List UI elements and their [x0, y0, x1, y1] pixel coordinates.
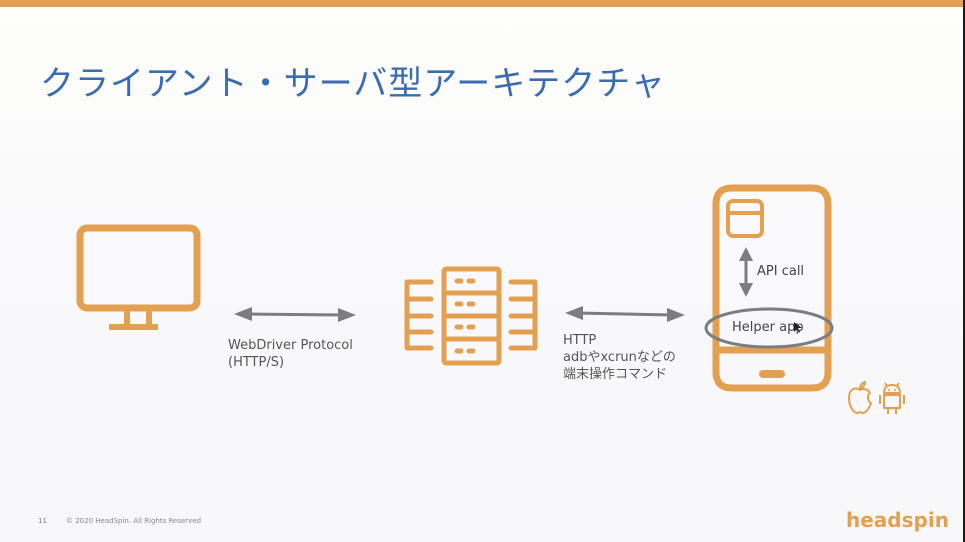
android-icon: [879, 382, 905, 414]
cursor-icon: [794, 322, 802, 333]
headspin-logo: headspin: [846, 508, 949, 532]
window-edge: [963, 0, 965, 542]
apple-icon: [847, 380, 873, 415]
helper-app-label: Helper app: [732, 320, 804, 335]
smartphone-icon: [712, 184, 832, 392]
adb-xcrun-label: adbやxcrunなどの: [563, 350, 676, 365]
server-rack-icon: [404, 266, 538, 366]
https-label: (HTTP/S): [228, 355, 285, 370]
api-call-label: API call: [757, 264, 805, 279]
top-accent-bar: [0, 0, 963, 7]
page-number: 11: [38, 517, 47, 525]
monitor-icon: [76, 224, 201, 330]
slide-title: クライアント・サーバ型アーキテクチャ: [40, 64, 666, 104]
http-label: HTTP: [563, 333, 597, 348]
vertical-arrow-icon: [739, 247, 753, 297]
highlight-ellipse: [704, 307, 834, 349]
copyright-text: © 2020 HeadSpin. All Rights Reserved: [66, 517, 202, 525]
device-command-label: 端末操作コマンド: [563, 367, 668, 382]
bidirectional-arrow-icon: [565, 306, 685, 322]
webdriver-protocol-label: WebDriver Protocol: [228, 338, 353, 353]
bidirectional-arrow-icon: [234, 307, 356, 322]
